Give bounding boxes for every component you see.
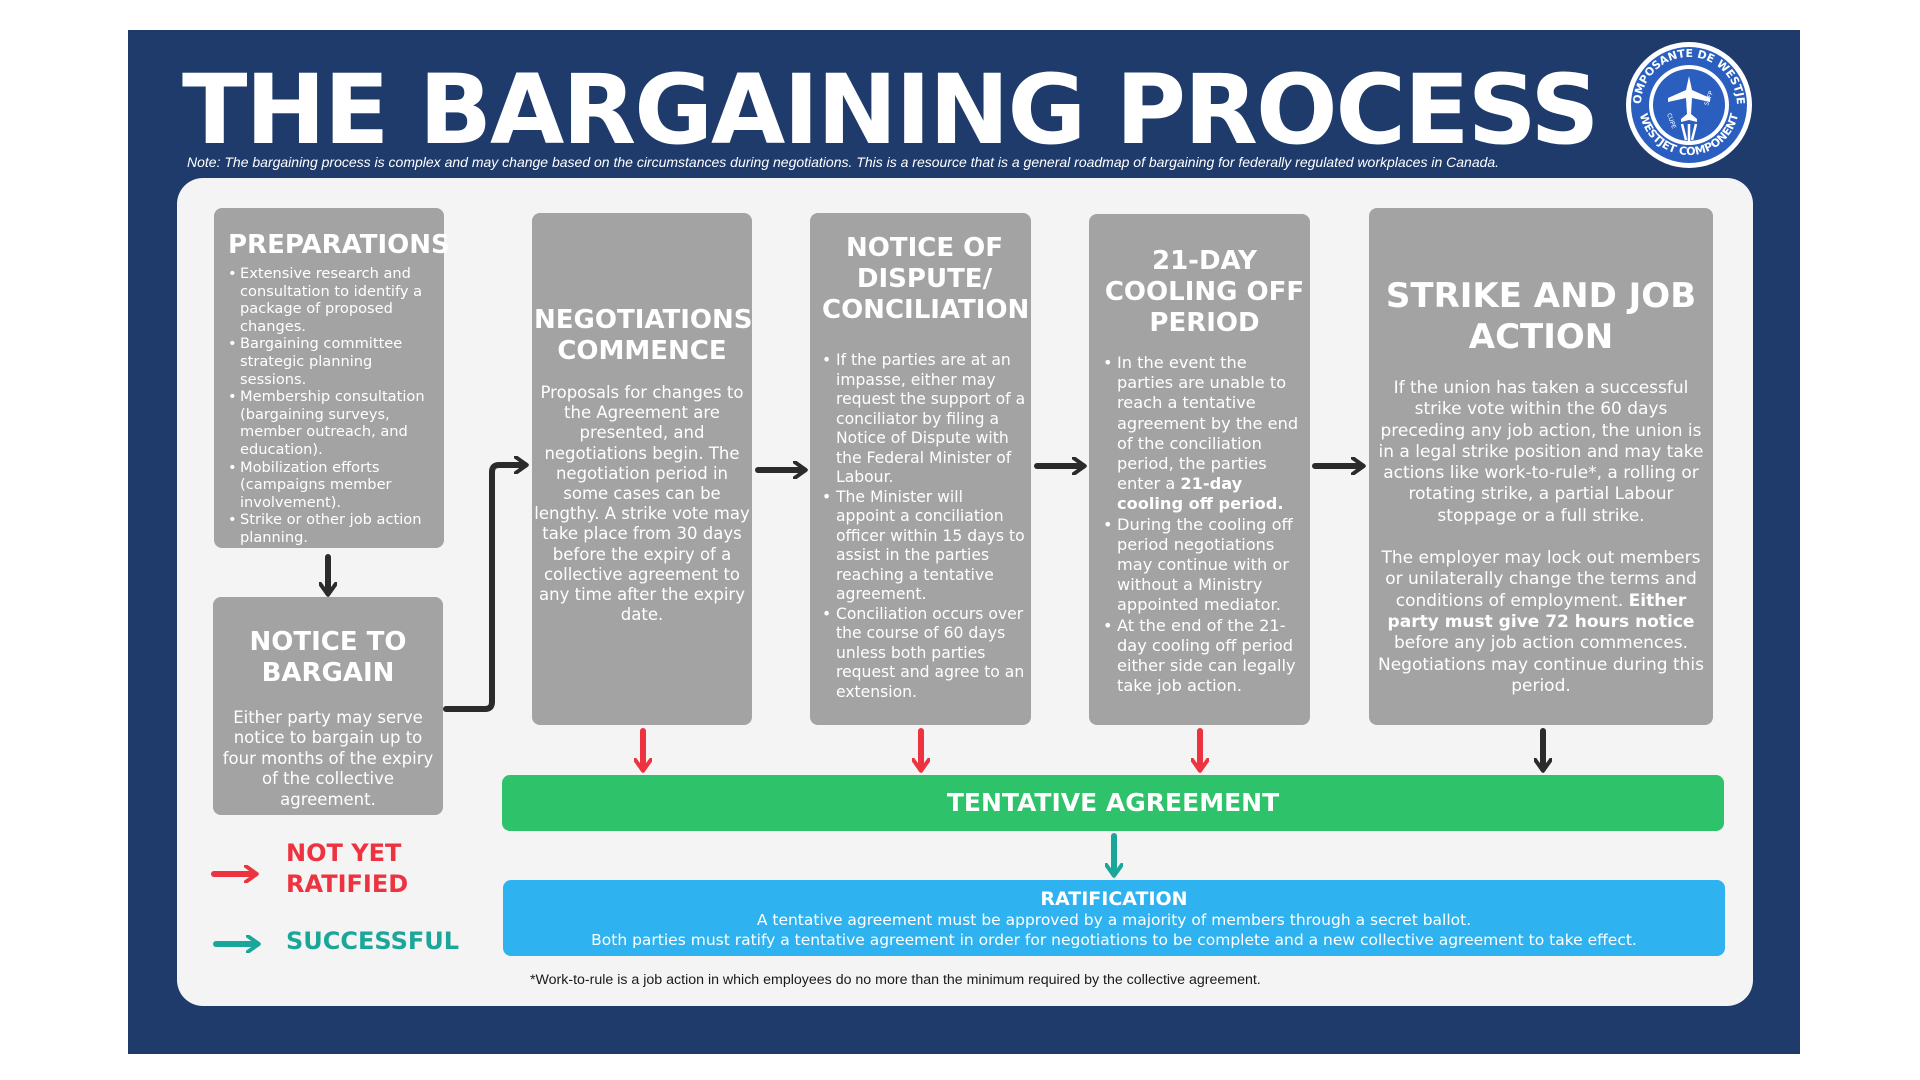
dispute-list: If the parties are at an impasse, either… — [822, 351, 1027, 702]
title-line: ACTION — [1468, 317, 1614, 357]
strike-box: STRIKE AND JOB ACTION If the union has t… — [1369, 208, 1713, 725]
title-line: BARGAIN — [261, 658, 395, 688]
negotiations-title: NEGOTIATIONS COMMENCE — [534, 305, 753, 367]
legend-successful-label: SUCCESSFUL — [286, 927, 460, 955]
title-line: CONCILIATION — [822, 295, 1030, 325]
list-item: In the event the parties are unable to r… — [1103, 353, 1306, 515]
notice-to-bargain-title: NOTICE TO BARGAIN — [215, 627, 441, 689]
disclaimer-note: Note: The bargaining process is complex … — [187, 154, 1500, 170]
title-line: PERIOD — [1149, 308, 1260, 338]
title-line: NOTICE TO — [249, 627, 407, 657]
negotiations-box: NEGOTIATIONS COMMENCE Proposals for chan… — [532, 213, 752, 725]
legend-not-ratified-label: NOT YET RATIFIED — [286, 839, 409, 898]
ratification-title: RATIFICATION — [1040, 888, 1188, 910]
strike-paragraph-2: The employer may lock out members or uni… — [1371, 548, 1711, 697]
strike-paragraph-1: If the union has taken a successful stri… — [1378, 378, 1704, 526]
preparations-box: PREPARATIONS Extensive research and cons… — [214, 208, 450, 548]
title-line: DISPUTE/ — [856, 264, 993, 294]
para-bold-text: Either party must give 72 hours notice — [1387, 590, 1695, 632]
list-item: Mobilization efforts (campaigns member i… — [228, 459, 436, 512]
arrow-right-icon — [443, 465, 525, 712]
cooling-off-list: In the event the parties are unable to r… — [1103, 353, 1306, 696]
title-line: COMMENCE — [557, 336, 727, 366]
union-logo: COMPOSANTE DE WESTJET WESTJET COMPONENT … — [1624, 40, 1752, 168]
preparations-title: PREPARATIONS — [228, 230, 450, 260]
negotiations-text: Proposals for changes to the Agreement a… — [534, 383, 750, 625]
title-line: STRIKE AND JOB — [1385, 276, 1697, 316]
dispute-box: NOTICE OF DISPUTE/ CONCILIATION If the p… — [810, 213, 1031, 725]
ratification-bar: RATIFICATION A tentative agreement must … — [503, 880, 1725, 956]
list-item: Conciliation occurs over the course of 6… — [822, 605, 1027, 703]
tentative-agreement-bar: TENTATIVE AGREEMENT — [502, 775, 1724, 831]
title-line: NOTICE OF — [845, 233, 1004, 263]
list-item: Extensive research and consultation to i… — [228, 265, 436, 335]
cooling-off-title: 21-DAY COOLING OFF PERIOD — [1103, 246, 1306, 339]
title-line: COOLING OFF — [1104, 277, 1305, 307]
logo-right-text: SCFP — [1703, 90, 1715, 107]
list-item: Membership consultation (bargaining surv… — [228, 388, 436, 458]
strike-title: STRIKE AND JOB ACTION — [1371, 276, 1711, 358]
ratification-line: Both parties must ratify a tentative agr… — [591, 931, 1637, 949]
para-text-end: before any job action commences. Negotia… — [1377, 633, 1705, 696]
title-line: 21-DAY — [1151, 246, 1257, 276]
title-line: NEGOTIATIONS — [534, 305, 753, 335]
item-text: In the event the parties are unable to r… — [1117, 353, 1299, 494]
page-title: THE BARGAINING PROCESS — [182, 54, 1600, 166]
list-item: Bargaining committee strategic planning … — [228, 335, 436, 388]
dispute-title: NOTICE OF DISPUTE/ CONCILIATION — [822, 233, 1030, 326]
list-item: If the parties are at an impasse, either… — [822, 351, 1027, 488]
airplane-icon — [1668, 76, 1710, 142]
cooling-off-box: 21-DAY COOLING OFF PERIOD In the event t… — [1089, 214, 1310, 725]
para-text: The employer may lock out members or uni… — [1381, 548, 1701, 611]
list-item: At the end of the 21-day cooling off per… — [1103, 616, 1306, 697]
ratification-line: A tentative agreement must be approved b… — [756, 911, 1472, 929]
preparations-list: Extensive research and consultation to i… — [228, 265, 436, 547]
footnote: *Work-to-rule is a job action in which e… — [530, 972, 1261, 988]
list-item: During the cooling off period negotiatio… — [1103, 515, 1306, 616]
notice-to-bargain-box: NOTICE TO BARGAIN Either party may serve… — [213, 597, 443, 815]
list-item: The Minister will appoint a conciliation… — [822, 488, 1027, 605]
item-bold-text: 21-day cooling off period. — [1117, 474, 1284, 514]
notice-to-bargain-text: Either party may serve notice to bargain… — [222, 708, 434, 809]
list-item: Strike or other job action planning. — [228, 511, 436, 546]
